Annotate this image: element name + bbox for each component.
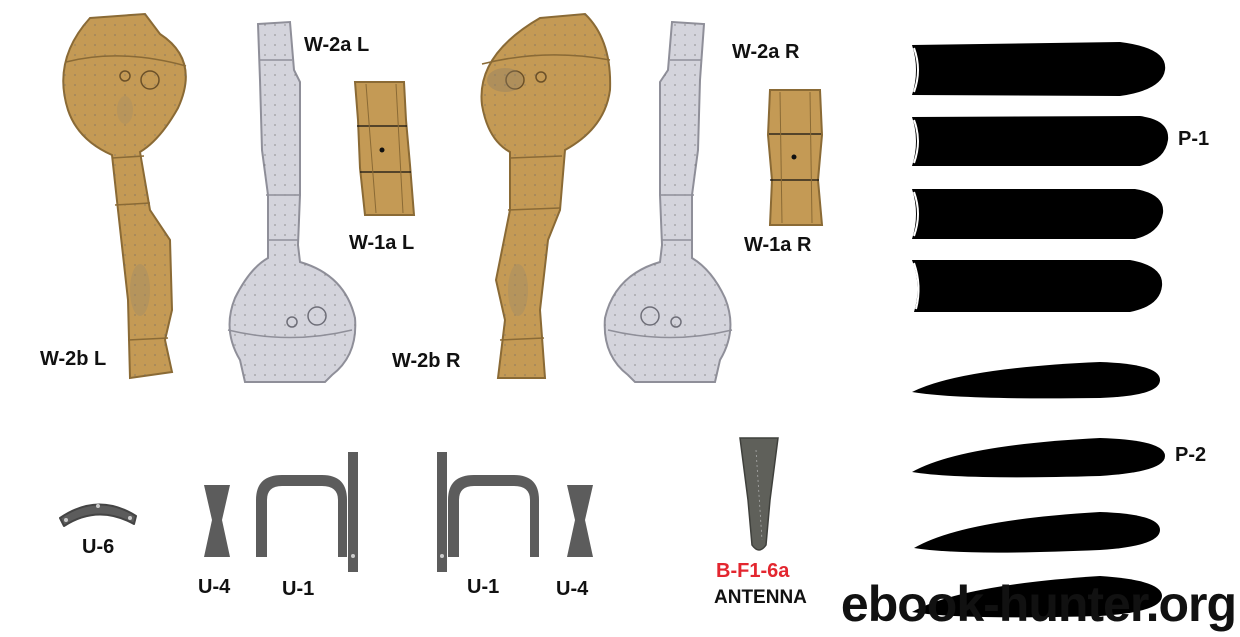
label-bf16a: B-F1-6a (716, 560, 790, 582)
part-u1-right (437, 452, 539, 572)
label-u6: U-6 (82, 536, 115, 558)
label-u4-left: U-4 (198, 576, 231, 598)
part-w2-left-grey (227, 20, 357, 383)
part-u1-left (256, 452, 358, 572)
part-w2-right-grey (603, 20, 733, 383)
label-u1-right: U-1 (467, 576, 500, 598)
label-p2: P-2 (1175, 444, 1207, 466)
watermark-text: ebook-hunter.org (840, 576, 1237, 632)
part-p2-blades (912, 362, 1165, 618)
label-w2b-r: W-2b R (392, 350, 461, 372)
label-u1-left: U-1 (282, 578, 315, 600)
part-w2-right-tan (480, 12, 612, 379)
part-u6 (59, 503, 137, 527)
label-w1a-l: W-1a L (349, 232, 415, 254)
part-w2-left-tan (62, 12, 187, 380)
part-u4-left (204, 485, 230, 557)
part-p1-blades (912, 42, 1169, 312)
part-antenna (739, 437, 779, 551)
label-w1a-r: W-1a R (744, 234, 812, 256)
label-p1: P-1 (1178, 128, 1210, 150)
part-w1a-right (766, 89, 824, 226)
part-u4-right (567, 485, 593, 557)
label-w2b-l: W-2b L (40, 348, 107, 370)
part-w1a-left (353, 81, 416, 216)
label-u4-right: U-4 (556, 578, 589, 600)
label-w2a-r: W-2a R (732, 41, 800, 63)
label-w2a-l: W-2a L (304, 34, 370, 56)
label-antenna: ANTENNA (714, 587, 807, 608)
